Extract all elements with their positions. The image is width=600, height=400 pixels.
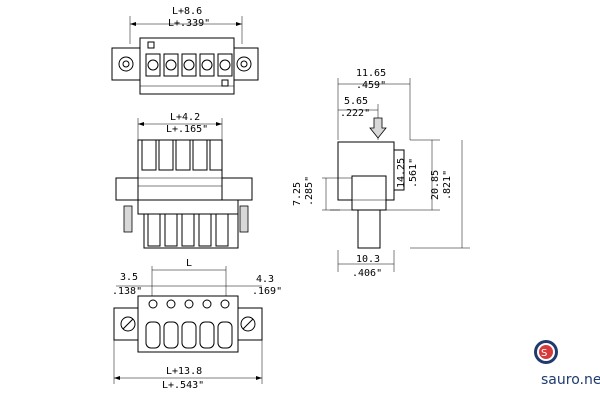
- brand-name: sauro.net: [541, 372, 600, 388]
- bottom-right-mm: 4.3: [256, 274, 274, 285]
- front-dim-mm: L+4.2: [170, 112, 200, 123]
- side-inner-mm: 5.65: [344, 96, 368, 107]
- side-bottom-in: .406": [352, 268, 382, 279]
- side-total-in: .821": [442, 170, 453, 200]
- side-top-in: .459": [356, 80, 386, 91]
- side-bottom-mm: 10.3: [356, 254, 380, 265]
- side-height-mm: 14.25: [396, 158, 407, 188]
- top-dim-mm: L+8.6: [172, 6, 202, 17]
- front-view: L+4.2 L+.165": [115, 112, 253, 249]
- bottom-left-in: .138": [112, 286, 142, 297]
- bottom-view: 3.5 .138" L 4.3 .169" L+13.8 L+: [112, 258, 282, 391]
- bottom-right-in: .169": [252, 286, 282, 297]
- top-dim-in: L+.339": [168, 18, 210, 29]
- side-view: 11.65 .459" 5.65 .222" 14.25 .561" 20.85…: [292, 68, 470, 279]
- side-low-mm: 7.25: [292, 182, 303, 206]
- side-inner-in: .222": [340, 108, 370, 119]
- side-total-mm: 20.85: [430, 170, 441, 200]
- logo-letter: S: [541, 348, 547, 359]
- side-top-mm: 11.65: [356, 68, 386, 79]
- front-dim-in: L+.165": [166, 124, 208, 135]
- sauro-logo: S: [534, 340, 558, 364]
- bottom-pitch: L: [186, 258, 192, 269]
- bottom-overall-mm: L+13.8: [166, 366, 202, 377]
- bottom-overall-in: L+.543": [162, 380, 204, 391]
- side-height-in: .561": [408, 158, 419, 188]
- side-low-in: .285": [304, 176, 315, 206]
- bottom-left-mm: 3.5: [120, 272, 138, 283]
- top-view: L+8.6 L+.339": [111, 6, 259, 95]
